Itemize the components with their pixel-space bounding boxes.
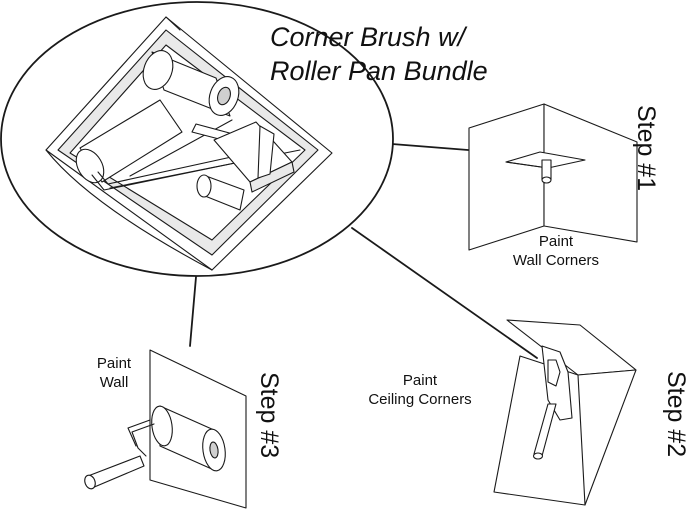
bundle-title-line1: Corner Brush w/ [270, 20, 488, 54]
step3-caption-line1: Paint [82, 354, 146, 373]
step3-label: Step #3 [254, 372, 283, 458]
step1-caption-line2: Wall Corners [500, 251, 612, 270]
step2-caption-line1: Paint [356, 371, 484, 390]
step2-caption: Paint Ceiling Corners [356, 371, 484, 409]
step1-caption: Paint Wall Corners [500, 232, 612, 270]
step1-wall-corner-illustration [469, 104, 637, 250]
connector-line-step1 [392, 144, 468, 150]
bundle-title: Corner Brush w/ Roller Pan Bundle [270, 20, 488, 88]
step3-caption-line2: Wall [82, 373, 146, 392]
step2-caption-line2: Ceiling Corners [356, 390, 484, 409]
step2-ceiling-corner-illustration [494, 320, 636, 505]
step3-caption: Paint Wall [82, 354, 146, 392]
bundle-title-line2: Roller Pan Bundle [270, 54, 488, 88]
connector-line-step3 [190, 277, 196, 346]
step1-caption-line1: Paint [500, 232, 612, 251]
step1-label: Step #1 [631, 105, 660, 191]
step2-label: Step #2 [661, 371, 690, 457]
